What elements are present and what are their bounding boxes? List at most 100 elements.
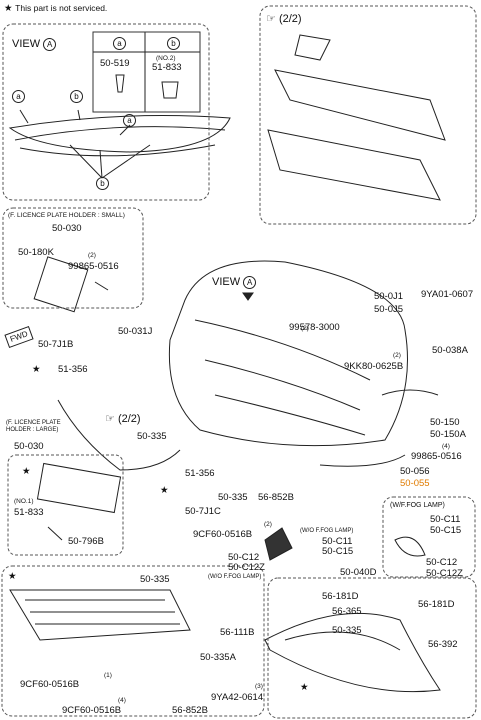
part-50-0J1: 50-0J1 [374, 291, 404, 302]
star-icon: ★ [4, 3, 13, 14]
fog-bezel-with [394, 536, 426, 557]
part-50-C11: 50-C11 [430, 514, 461, 525]
part-50-335-def: 50-335 [332, 625, 362, 636]
part-51-833-table: 51-833 [152, 62, 182, 73]
leader-b4 [101, 144, 151, 179]
leader-b1 [77, 109, 81, 121]
part-50-150: 50-150 [430, 417, 460, 428]
bumper-lip-50-056 [319, 454, 406, 467]
plate-small-assembly: 50-030 [52, 223, 82, 234]
rivet-a-icon [115, 74, 125, 93]
bumper-grille-mid [204, 359, 361, 411]
part-9YA01-0607: 9YA01-0607 [421, 289, 474, 300]
plate-large-holder [36, 462, 122, 514]
plate-large-assembly: 50-030 [14, 441, 44, 452]
part-50-796B: 50-796B [68, 536, 104, 547]
main-view-a: VIEW A [212, 276, 257, 289]
part-50-0J5: 50-0J5 [374, 304, 404, 315]
part-56-181D-b: 56-181D [418, 599, 455, 610]
part-50-519: 50-519 [100, 58, 130, 69]
part-50-C12-wo: 50-C12 [228, 552, 260, 563]
callout-a-2: a [123, 114, 136, 127]
b-note: (NO.2) [156, 55, 176, 62]
part-56-181D-a: 56-181D [322, 591, 359, 602]
view-a-bumper-outline [8, 115, 231, 153]
table-head-a: a [113, 37, 126, 50]
ref-2-2: ☞ (2/2) [105, 413, 141, 425]
molding-507J1 [57, 399, 181, 471]
9KK80-qty: (2) [393, 352, 401, 359]
part-56-852B-a: 56-852B [258, 492, 294, 503]
reinforcement-upper [274, 69, 446, 141]
no1-note: (NO.1) [14, 498, 34, 505]
leader-a1 [19, 109, 29, 124]
part-99865-0516-small: 99865-0516 [68, 261, 119, 272]
part-99578-3000: 99578-3000 [289, 322, 340, 333]
star-icon: ★ [8, 571, 17, 582]
part-50-C12: 50-C12 [426, 557, 458, 568]
plate-large-title: (F. LICENCE PLATE HOLDER : LARGE) [6, 420, 61, 433]
99578-qty: (2) [301, 325, 309, 332]
deflector-50-040D [264, 612, 441, 693]
part-9CF60-0516B-uc2: 9CF60-0516B [62, 705, 122, 716]
part-50-7J1B: 50-7J1B [38, 339, 74, 350]
part-9CF60-0516B-uc: 9CF60-0516B [20, 679, 80, 690]
reinforcement-lower [267, 129, 441, 201]
clip-b-icon [161, 81, 179, 99]
wo-fog-note: (W/O F.FOG LAMP) [300, 528, 354, 534]
part-56-392: 56-392 [428, 639, 458, 650]
part-50-C12Z: 50-C12Z [426, 568, 463, 579]
part-50-335-b: 50-335 [218, 492, 248, 503]
plate-small-holder [33, 256, 89, 313]
99865-qty: (4) [442, 443, 450, 450]
star-icon: ★ [300, 682, 309, 693]
star-icon: ★ [32, 364, 41, 375]
view-a-arrow-icon [242, 292, 254, 301]
part-50-040D: 50-040D [340, 567, 377, 578]
reinforcement-title: ☞ (2/2) [266, 13, 302, 25]
part-50-180K: 50-180K [18, 247, 54, 258]
callout-b-2: b [96, 177, 109, 190]
part-50-C11-wo: 50-C11 [322, 536, 353, 547]
9CF60-uc2-qty: (4) [118, 697, 126, 704]
bumper-grille-top [194, 319, 371, 381]
part-50-335A: 50-335A [200, 652, 236, 663]
part-50-335-uc: 50-335 [140, 574, 170, 585]
side-garnish-50-150 [381, 389, 439, 396]
fog-bezel-wo [264, 527, 293, 561]
part-9YA42-0614: 9YA42-0614 [211, 692, 264, 703]
callout-b-1: b [70, 90, 83, 103]
part-50-C15-wo: 50-C15 [322, 546, 354, 557]
part-50-335-a: 50-335 [137, 431, 167, 442]
part-51-833: 51-833 [14, 507, 44, 518]
hand-pointer-icon: ☞ [105, 413, 115, 425]
part-50-056: 50-056 [400, 466, 430, 477]
part-9KK80-0625B: 9KK80-0625B [344, 361, 404, 372]
leader-b2 [69, 144, 103, 179]
undercover-56-111B [9, 589, 191, 641]
part-56-365: 56-365 [332, 606, 362, 617]
part-50-038A: 50-038A [432, 345, 468, 356]
part-50-031J: 50-031J [118, 326, 153, 337]
part-50-C15: 50-C15 [430, 525, 462, 536]
bumper-grille-low [214, 394, 366, 436]
view-a-bumper-edge [14, 126, 226, 141]
part-50-150A: 50-150A [430, 429, 466, 440]
part-50-055: 50-055 [400, 478, 430, 489]
part-51-356-b: 51-356 [185, 468, 215, 479]
view-a-bumper-lower [19, 144, 216, 157]
part-51-356-a: 51-356 [58, 364, 88, 375]
leader-b3 [99, 149, 103, 179]
fog-box-title: (W/F.FOG LAMP) [390, 502, 445, 509]
star-icon: ★ [22, 466, 31, 477]
reinforcement-bracket [294, 34, 331, 61]
plate-small-bolt-qty: (2) [88, 252, 96, 259]
part-56-852B-uc: 56-852B [172, 705, 208, 716]
part-9CF60-0516B-main: 9CF60-0516B [193, 529, 253, 540]
table-head-b: b [167, 37, 180, 50]
9CF60-uc-qty: (1) [104, 672, 112, 679]
wo-fog-note-2: (W/O F.FOG LAMP) [208, 574, 262, 580]
part-56-111B: 56-111B [220, 627, 255, 638]
9CF60-qty: (2) [264, 521, 272, 528]
